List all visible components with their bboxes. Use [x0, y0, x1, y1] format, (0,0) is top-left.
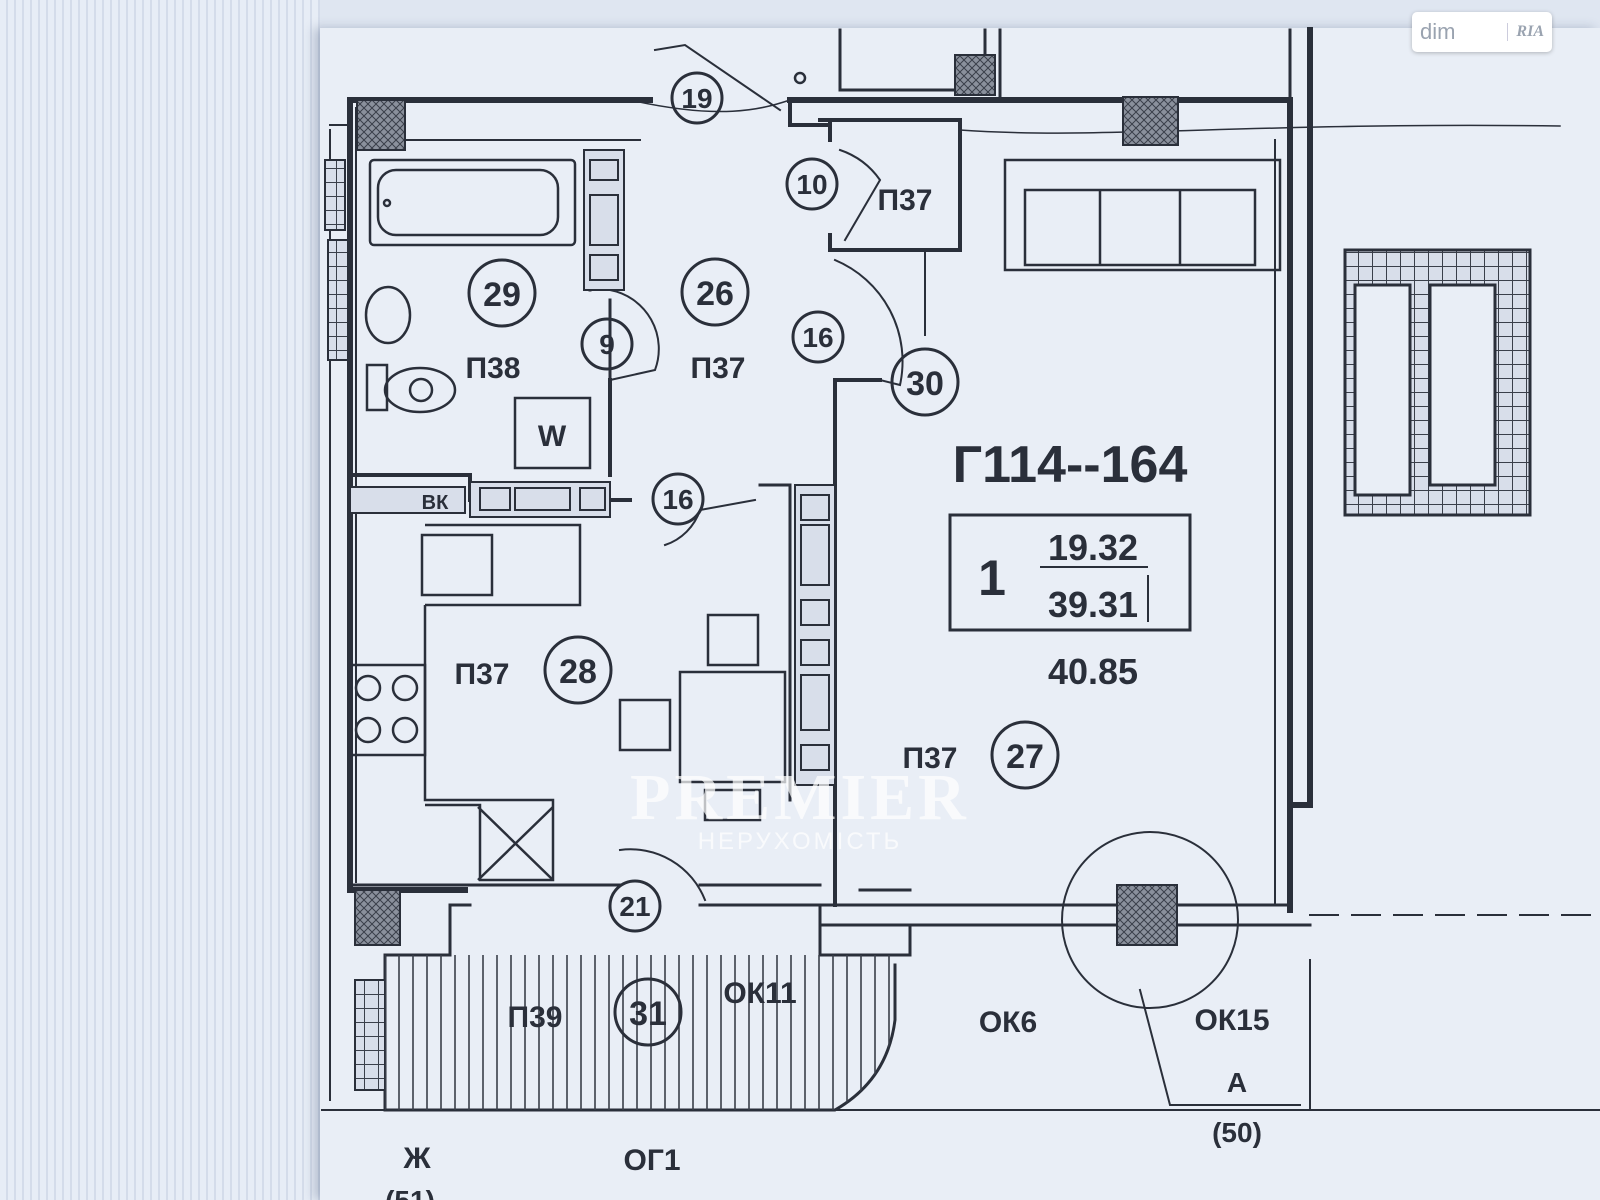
door-number-9: 9: [599, 329, 615, 360]
area-with-balcony: 40.85: [1048, 651, 1138, 692]
rooms-count: 1: [978, 550, 1006, 606]
room-number-balcony: 31: [629, 995, 667, 1033]
code-corridor: П37: [691, 352, 746, 385]
door-number-21: 21: [619, 891, 650, 922]
axis-a-letter: А: [1227, 1067, 1247, 1098]
axis-zh-letter: Ж: [402, 1142, 431, 1175]
room-number-30: 30: [906, 365, 944, 403]
door-number-19: 19: [681, 83, 712, 114]
window-ok15: ОК15: [1194, 1004, 1269, 1037]
code-balcony: П39: [508, 1001, 563, 1034]
dimria-badge[interactable]: dim RIA: [1412, 12, 1552, 52]
page-stack-edge: [0, 0, 320, 1200]
apartment-title: Г114--164: [953, 436, 1188, 494]
axis-zh-number: (51): [385, 1185, 435, 1200]
washer-label: W: [538, 420, 567, 453]
badge-dim-text: dim: [1420, 19, 1456, 44]
room-number-kitchen: 28: [559, 653, 597, 691]
balcony-rail-label: ОГ1: [623, 1144, 680, 1177]
code-closet: П37: [878, 184, 933, 217]
door-number-16-kitchen: 16: [662, 484, 693, 515]
room-number-living: 27: [1006, 738, 1044, 776]
room-number-bath: 29: [483, 276, 521, 314]
code-kitchen: П37: [455, 658, 510, 691]
total-area: 39.31: [1048, 584, 1138, 625]
room-number-corridor: 26: [696, 275, 734, 313]
window-ok6: ОК6: [979, 1006, 1037, 1039]
badge-ria-text: RIA: [1507, 23, 1544, 41]
door-number-10: 10: [796, 169, 827, 200]
door-number-16-living: 16: [802, 322, 833, 353]
duct-label: ВК: [422, 492, 449, 514]
window-ok11: ОК11: [723, 977, 796, 1010]
axis-a-number: (50): [1212, 1117, 1262, 1148]
living-area: 19.32: [1048, 527, 1138, 568]
code-living: П37: [903, 742, 958, 775]
code-bath: П38: [466, 352, 521, 385]
